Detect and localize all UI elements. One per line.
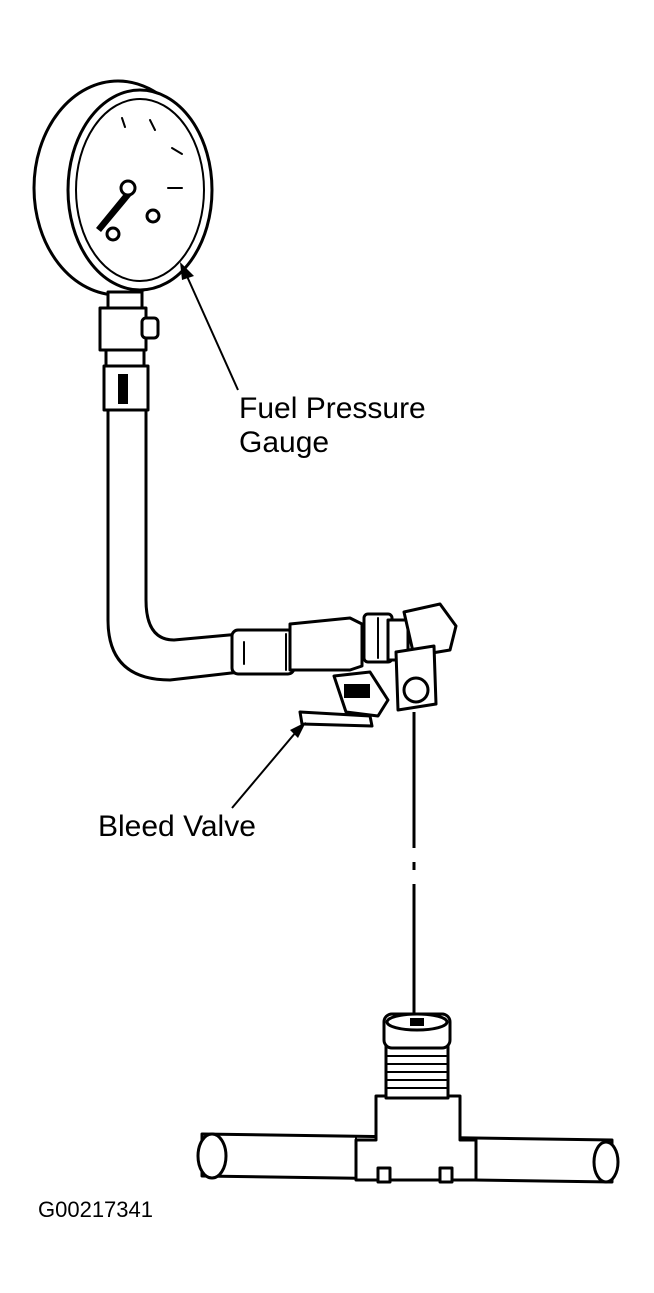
- figure-id: G00217341: [38, 1197, 153, 1222]
- bleed-valve-label: Bleed Valve: [98, 810, 256, 843]
- gauge-label-line-1: Fuel Pressure: [239, 392, 426, 425]
- fuel-pressure-gauge: [32, 79, 214, 412]
- fuel-rail-test-port: [196, 1012, 620, 1184]
- gauge-label-line-2: Gauge: [239, 426, 330, 459]
- gauge-leader-arrow: [180, 262, 239, 391]
- bleed-valve-leader-arrow: [231, 722, 306, 809]
- valve-assembly: [230, 602, 458, 728]
- fuel-hose: [106, 408, 242, 682]
